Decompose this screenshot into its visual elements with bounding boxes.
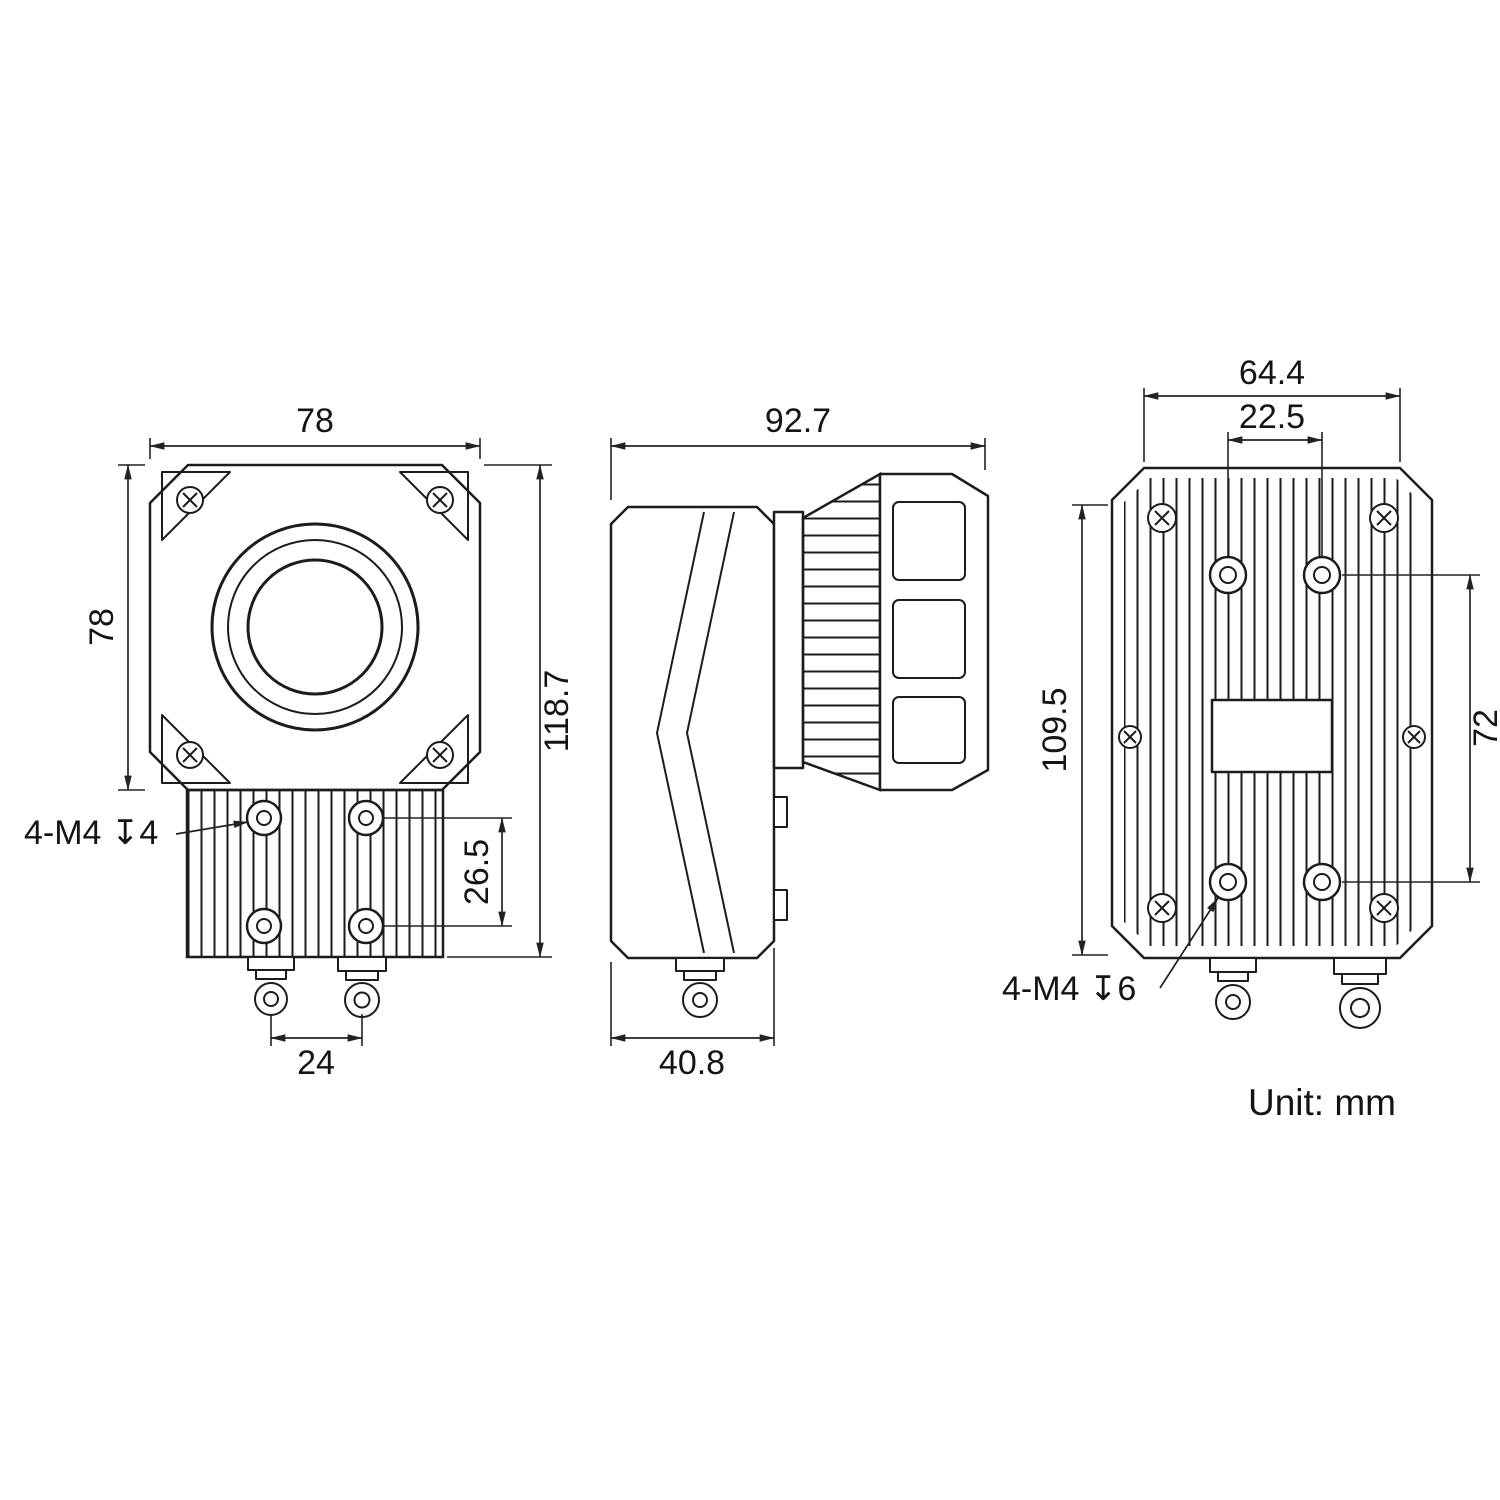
- lens-inner-ring: [246, 558, 384, 696]
- lens-hood-window: [892, 599, 966, 679]
- dimension-text: 78: [83, 608, 121, 646]
- connector-neck: [345, 970, 379, 981]
- side-tab: [773, 889, 788, 921]
- connector-pin: [263, 991, 279, 1007]
- dim-rear-height: 109.5: [1036, 504, 1108, 956]
- rear-mount-callout: 4-M4 ↧6: [1002, 897, 1219, 1008]
- lens-middle-ring: [227, 539, 403, 715]
- rear-label-plate: [1210, 698, 1334, 774]
- side-accent-line: [686, 511, 735, 954]
- extension-lines: [1072, 504, 1108, 956]
- side-view: 92.7 40.8: [609, 402, 990, 1082]
- mounting-hole-bore: [256, 810, 272, 826]
- leader-line: [175, 820, 249, 835]
- extension-lines: [149, 438, 481, 459]
- leader-line: [1159, 897, 1219, 989]
- lens-hood-window: [892, 501, 966, 581]
- connector-pin: [353, 991, 371, 1009]
- mounting-hole-bore: [1219, 873, 1237, 891]
- dim-front-hole-spacing: 26.5: [383, 817, 512, 927]
- mounting-hole-bore: [358, 810, 374, 826]
- dim-front-width: 78: [149, 402, 481, 459]
- dim-side-body-depth: 40.8: [610, 948, 775, 1082]
- dimension-text: 64.4: [1239, 354, 1305, 392]
- connector-neck: [1217, 971, 1249, 982]
- extension-lines: [1227, 432, 1323, 556]
- front-view: 78 78 118.7 4-M4 ↧4 26.5 24: [24, 402, 576, 1082]
- connector-neck: [1341, 973, 1379, 985]
- mount-note-text: 4-M4 ↧4: [24, 814, 158, 852]
- dimension-text: 72: [1467, 709, 1500, 747]
- front-mount-callout: 4-M4 ↧4: [24, 814, 249, 852]
- extension-lines: [383, 817, 512, 927]
- dimension-text: 118.7: [538, 670, 576, 753]
- lens-flange: [772, 510, 805, 770]
- lens-outer-ring: [210, 522, 420, 732]
- dimension-text: 40.8: [659, 1044, 725, 1082]
- connector-neck: [683, 970, 717, 981]
- extension-lines: [270, 1014, 363, 1046]
- connector-pin: [692, 992, 708, 1008]
- dim-front-total-height: 118.7: [447, 464, 576, 958]
- connector-base: [1209, 957, 1257, 973]
- mounting-hole-bore: [1313, 566, 1331, 584]
- extension-lines: [118, 464, 145, 791]
- mount-note-text: 4-M4 ↧6: [1002, 970, 1136, 1008]
- front-heatsink: [185, 788, 445, 959]
- dimension-text: 26.5: [458, 839, 496, 905]
- connector-neck: [255, 969, 287, 980]
- dimension-text: 92.7: [765, 402, 831, 440]
- rear-connector-left: [1209, 957, 1257, 1020]
- dim-side-total-depth: 92.7: [610, 402, 986, 500]
- connector-base: [1333, 957, 1387, 975]
- connector-pin: [1225, 994, 1241, 1010]
- front-connector-right: [337, 956, 387, 1018]
- screw-cross-slots: [182, 492, 448, 763]
- mounting-hole-bore: [1313, 873, 1331, 891]
- connector-pin: [1350, 998, 1370, 1018]
- dim-rear-hole-spacing-horizontal: 22.5: [1227, 398, 1323, 556]
- extension-lines: [1342, 574, 1480, 883]
- dim-front-connector-spacing: 24: [270, 1014, 363, 1082]
- extension-lines: [610, 948, 775, 1046]
- screw-cross-slots: [1123, 510, 1421, 916]
- side-body-outline: [609, 505, 776, 960]
- front-connector-left: [247, 956, 295, 1016]
- dimension-text: 109.5: [1036, 687, 1074, 772]
- side-connector: [675, 957, 725, 1018]
- dim-rear-hole-spacing-vertical: 72: [1342, 574, 1500, 883]
- connector-base: [675, 957, 725, 972]
- dim-front-height: 78: [83, 464, 145, 791]
- dim-rear-width: 64.4: [1143, 354, 1401, 462]
- connector-base: [247, 956, 295, 971]
- lens-heatsink-fins: [801, 471, 882, 792]
- rear-view: 64.4 22.5 109.5 72 4-M4 ↧6: [1002, 354, 1500, 1029]
- dimension-text: 24: [297, 1044, 335, 1082]
- front-body-outline: [148, 463, 482, 792]
- dimension-text: 22.5: [1239, 398, 1305, 436]
- dimension-text: 78: [296, 402, 334, 440]
- lens-hood-window: [892, 696, 966, 764]
- mounting-hole-bore: [1219, 566, 1237, 584]
- rear-connector-right: [1333, 957, 1387, 1029]
- extension-lines: [1143, 388, 1401, 462]
- mounting-hole-bore: [358, 918, 374, 934]
- connector-base: [337, 956, 387, 972]
- side-tab: [773, 796, 788, 828]
- mounting-hole-bore: [256, 918, 272, 934]
- side-accent-line: [656, 511, 705, 954]
- unit-label: Unit: mm: [1248, 1082, 1396, 1123]
